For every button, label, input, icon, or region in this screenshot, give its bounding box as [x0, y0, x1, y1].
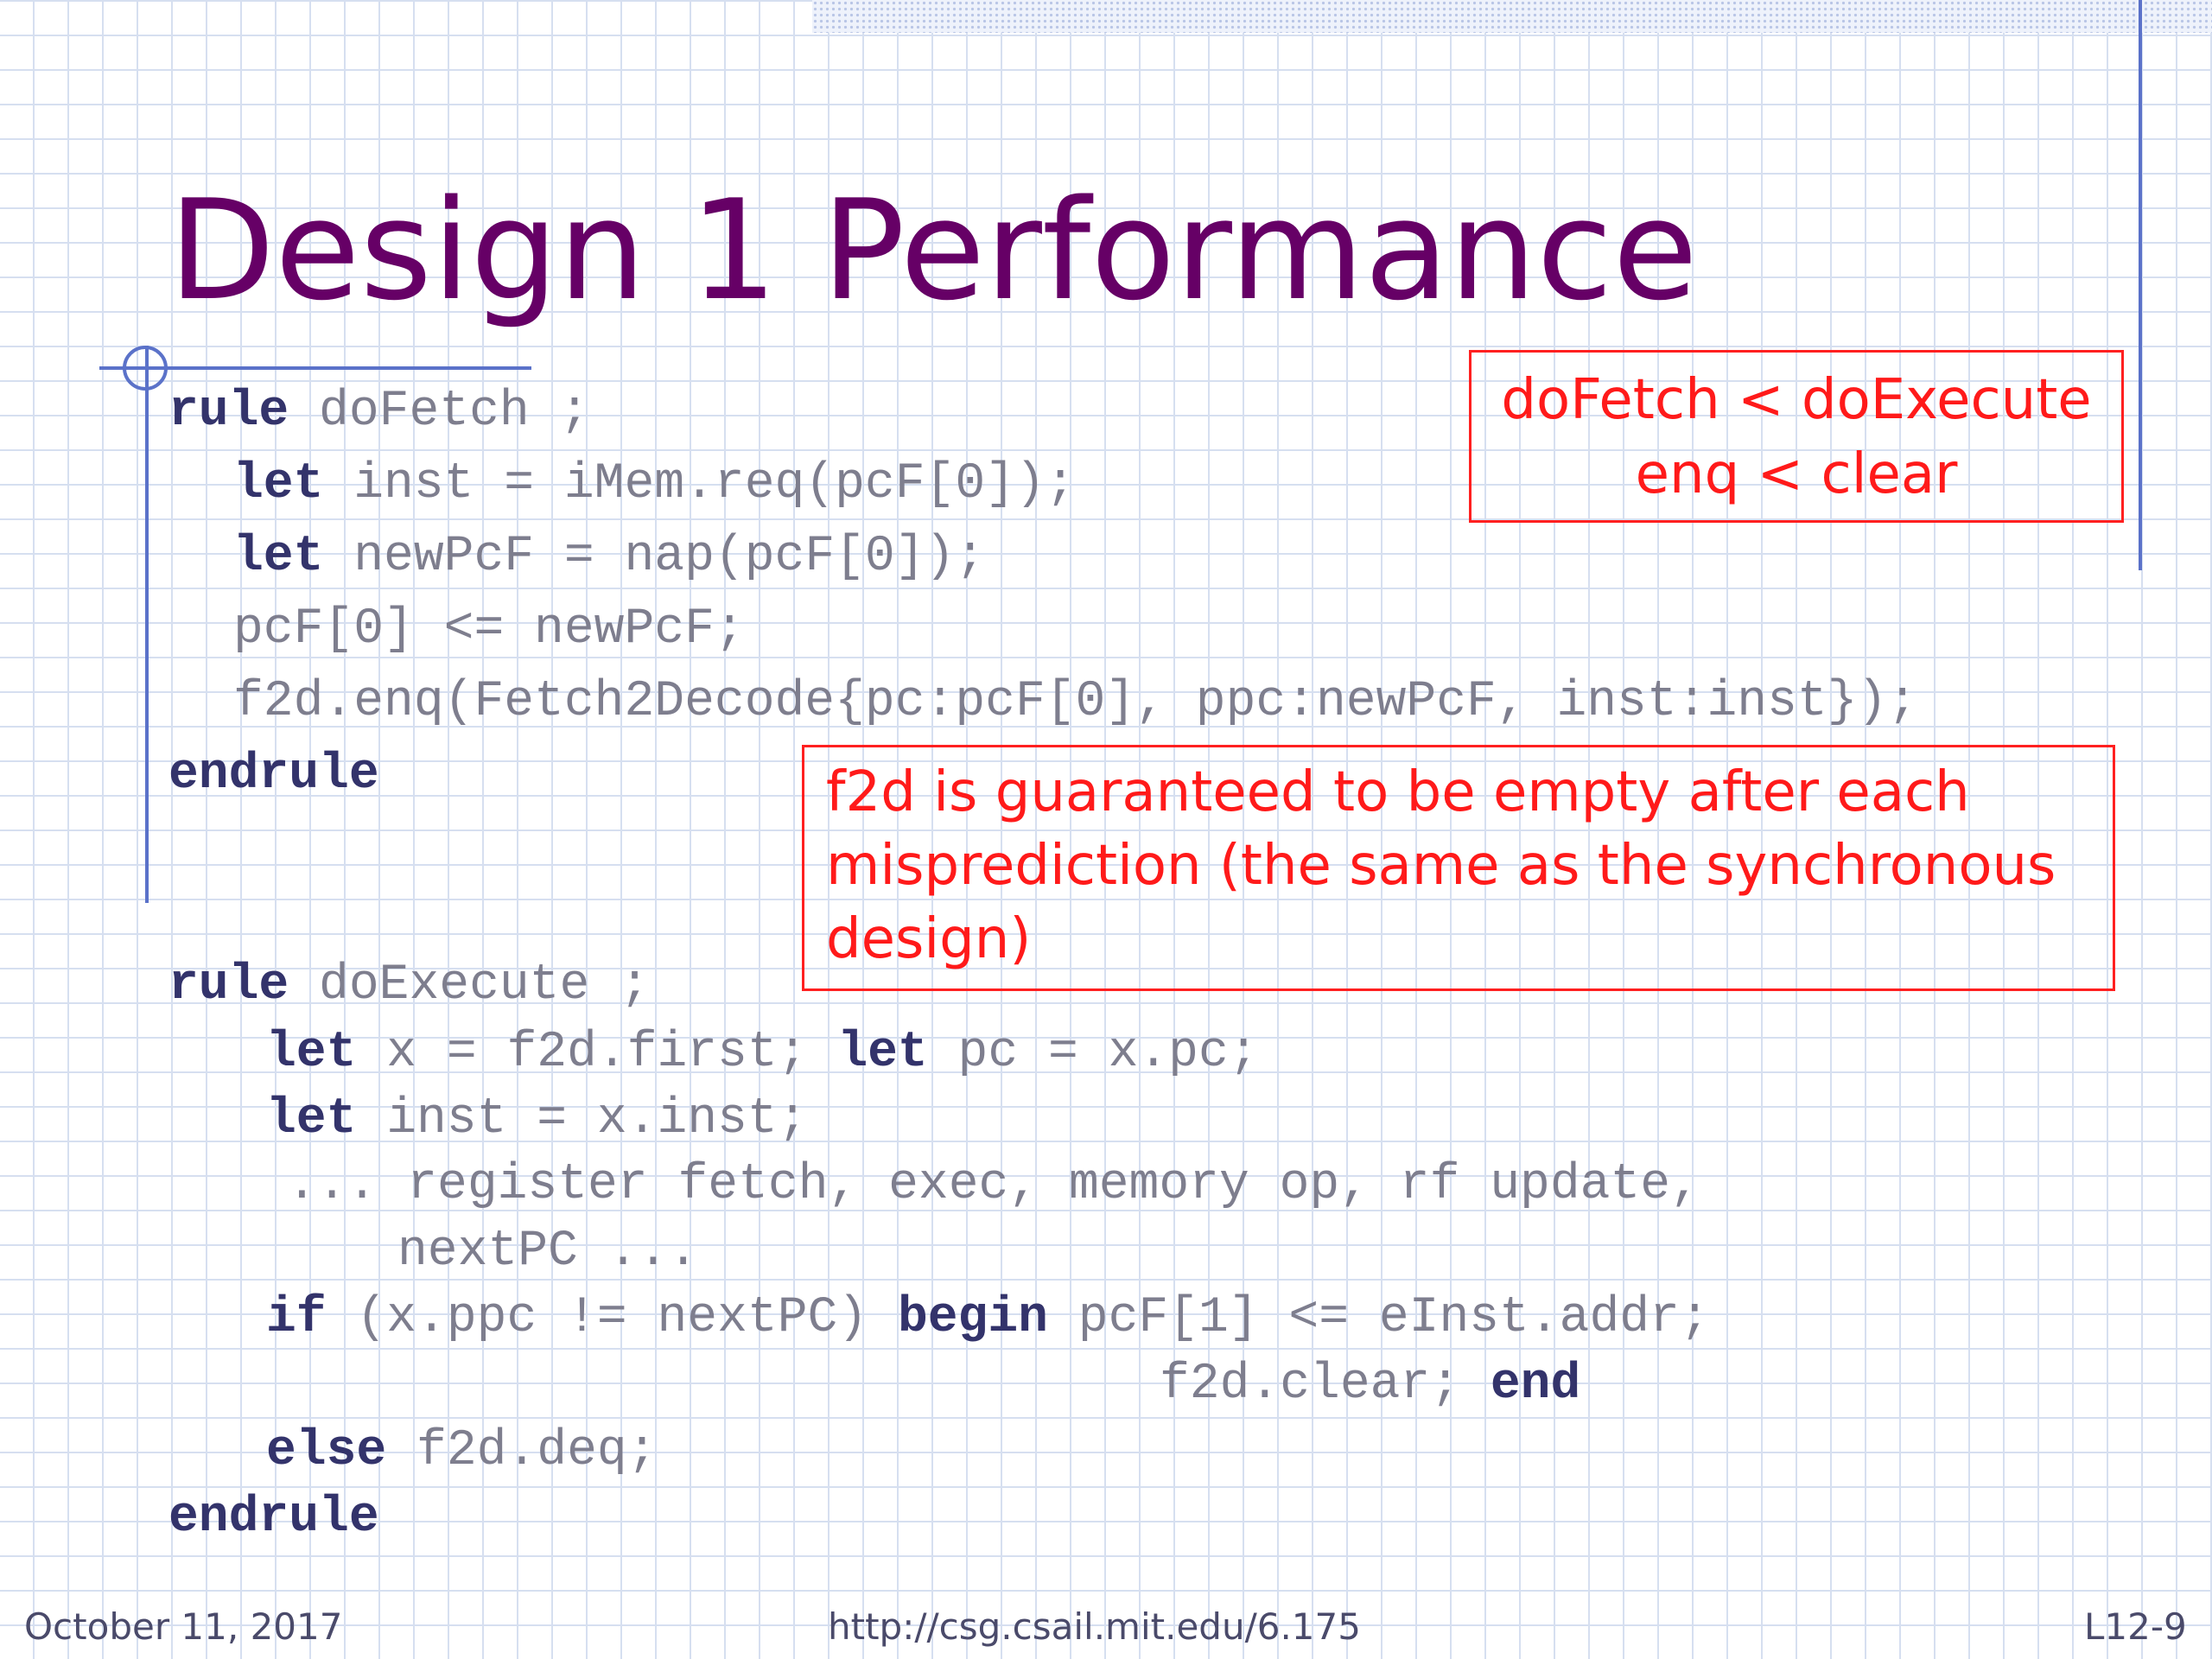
code-line: let x = f2d.first; let pc = x.pc;	[266, 1025, 1259, 1081]
code-line: nextPC ...	[397, 1224, 699, 1280]
code-line: let inst = x.inst;	[266, 1091, 808, 1147]
code-line: let inst = iMem.req(pcF[0]);	[233, 456, 1076, 512]
code-line: pcF[0] <= newPcF;	[233, 601, 745, 658]
code-line: f2d.clear; end	[1160, 1357, 1581, 1413]
slide-title: Design 1 Performance	[168, 169, 1698, 331]
callout-line: enq < clear	[1635, 442, 1958, 506]
left-vertical-rule	[145, 346, 149, 903]
callout-line: design)	[826, 907, 1032, 971]
footer-date: October 11, 2017	[24, 1605, 343, 1648]
code-line: endrule	[168, 1490, 379, 1546]
rule-order-callout: doFetch < doExecute enq < clear	[1469, 350, 2124, 523]
footer-url: http://csg.csail.mit.edu/6.175	[828, 1605, 1361, 1648]
code-line: else f2d.deq;	[266, 1423, 658, 1479]
callout-line: doFetch < doExecute	[1501, 368, 2092, 432]
misprediction-callout: f2d is guaranteed to be empty after each…	[802, 745, 2115, 991]
footer-page-number: L12-9	[2084, 1605, 2187, 1648]
code-line: f2d.enq(Fetch2Decode{pc:pcF[0], ppc:newP…	[233, 674, 1918, 730]
code-line: endrule	[168, 747, 379, 803]
callout-line: misprediction (the same as the synchrono…	[826, 834, 2056, 898]
callout-line: f2d is guaranteed to be empty after each	[826, 760, 1970, 824]
right-vertical-rule	[2139, 0, 2142, 570]
code-line: rule doFetch ;	[168, 384, 590, 440]
code-line: rule doExecute ;	[168, 957, 650, 1014]
title-underline-rule	[99, 366, 531, 370]
code-line: let newPcF = nap(pcF[0]);	[233, 529, 986, 585]
code-line: if (x.ppc != nextPC) begin pcF[1] <= eIn…	[266, 1290, 1710, 1346]
code-line: ... register fetch, exec, memory op, rf …	[287, 1157, 1700, 1213]
crosshair-ornament	[123, 346, 168, 391]
top-decorative-band	[812, 0, 2212, 33]
